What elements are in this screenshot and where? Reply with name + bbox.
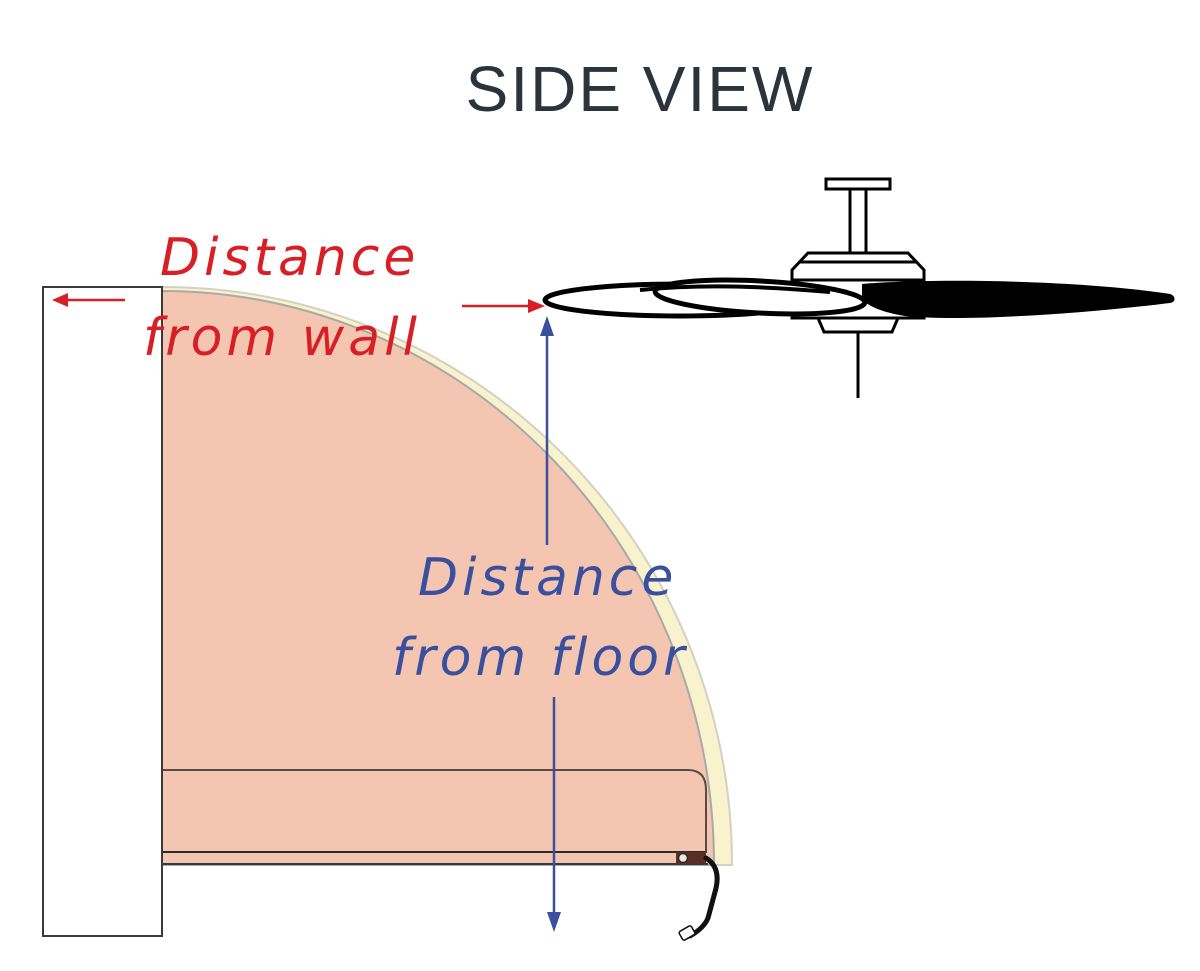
- cord-tip: [678, 925, 696, 941]
- ceiling-fan: [542, 177, 1175, 398]
- wall-label-line2: from wall: [143, 308, 421, 368]
- fan-light-cap: [815, 316, 901, 334]
- hinge-cord: [687, 855, 720, 939]
- fan-blade-right: [862, 280, 1175, 319]
- hinge-pin: [677, 852, 689, 864]
- page-title: SIDE VIEW: [465, 53, 815, 125]
- fan-blade-arm: [639, 284, 831, 294]
- wall-label-line1: Distance: [160, 228, 420, 288]
- floor-label-line2: from floor: [392, 628, 689, 688]
- door-swing-area: [161, 289, 716, 866]
- floor-label-line1: Distance: [418, 548, 678, 608]
- door-panel: [162, 769, 707, 853]
- wall-arrow-right-head: [528, 299, 545, 313]
- floor-arrow-up-head: [540, 316, 554, 336]
- wall-arrow-left-head: [52, 293, 68, 307]
- floor-arrow-down-head: [547, 912, 561, 932]
- wall: [42, 286, 163, 937]
- fan-downrod: [848, 187, 868, 255]
